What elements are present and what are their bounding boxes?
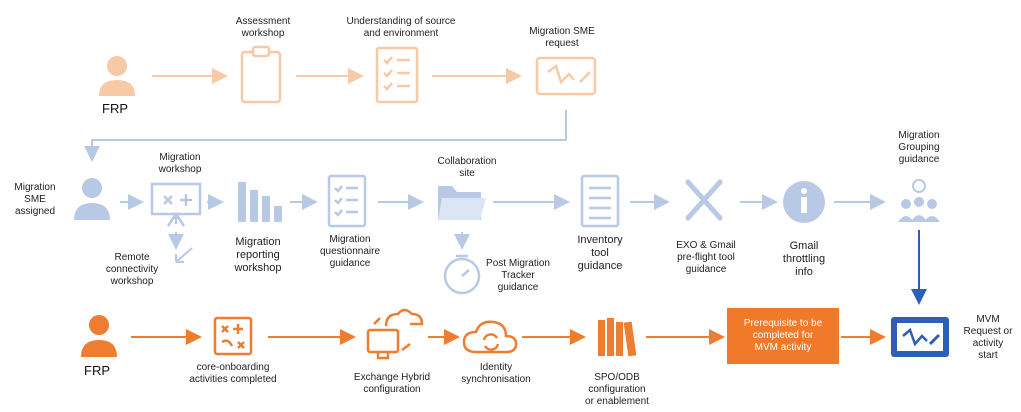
collapse-arrows-icon — [175, 247, 193, 263]
row1-frp-label: FRP — [102, 101, 128, 116]
collaboration-site-label: Collaboration site — [437, 156, 497, 179]
whiteboard-icon — [891, 317, 949, 357]
stopwatch-icon — [443, 254, 481, 295]
row3-frp-label: FRP — [84, 363, 110, 378]
whiteboard-icon — [535, 56, 597, 96]
understanding-source-label: Understanding of source and environment — [346, 16, 456, 39]
team-idea-icon — [898, 179, 940, 222]
row3-frp-person-icon — [81, 315, 117, 357]
cloud-sync-icon — [462, 320, 518, 354]
migration-sme-assigned-label: Migration SME assigned — [14, 182, 56, 217]
bar-chart-icon — [238, 182, 282, 222]
prerequisite-box: Prerequisite to be completed for MVM act… — [727, 308, 839, 364]
assessment-workshop-label: Assessment workshop — [235, 16, 291, 39]
document-icon — [580, 174, 620, 228]
folder-icon — [438, 186, 486, 220]
row1-to-row2-connector — [84, 110, 567, 162]
tools-icon — [685, 179, 723, 221]
gmail-throttling-label: Gmail throttling info — [782, 240, 826, 278]
migration-workshop-label: Migration workshop — [158, 152, 202, 175]
exo-gmail-preflight-label: EXO & Gmail pre-flight tool guidance — [676, 240, 736, 275]
post-migration-tracker-label: Post Migration Tracker guidance — [486, 258, 550, 293]
mvm-request-label: MVM Request or activity start — [963, 314, 1013, 361]
migration-grouping-label: Migration Grouping guidance — [898, 130, 940, 165]
migration-reporting-label: Migration reporting workshop — [234, 236, 282, 274]
remote-connectivity-label: Remote connectivity workshop — [105, 252, 159, 287]
cloud-computer-sync-icon — [366, 308, 424, 360]
core-onboarding-label: core-onboarding activities completed — [189, 362, 277, 385]
checklist-icon — [375, 46, 419, 104]
migration-sme-request-label: Migration SME request — [529, 26, 595, 49]
puzzle-strategy-icon — [213, 316, 253, 356]
spo-odb-label: SPO/ODB configuration or enablement — [585, 372, 649, 407]
identity-sync-label: Identity synchronisation — [461, 362, 531, 385]
books-icon — [598, 318, 637, 357]
checklist-icon — [327, 174, 367, 228]
row2-sme-person-icon — [74, 178, 110, 220]
info-icon — [783, 181, 825, 223]
clipboard-icon — [240, 45, 282, 104]
migration-questionnaire-label: Migration questionnaire guidance — [319, 234, 381, 269]
row1-frp-person-icon — [99, 56, 135, 96]
exchange-hybrid-label: Exchange Hybrid configuration — [353, 372, 431, 395]
presentation-icon — [150, 182, 202, 227]
inventory-tool-label: Inventory tool guidance — [577, 234, 623, 272]
